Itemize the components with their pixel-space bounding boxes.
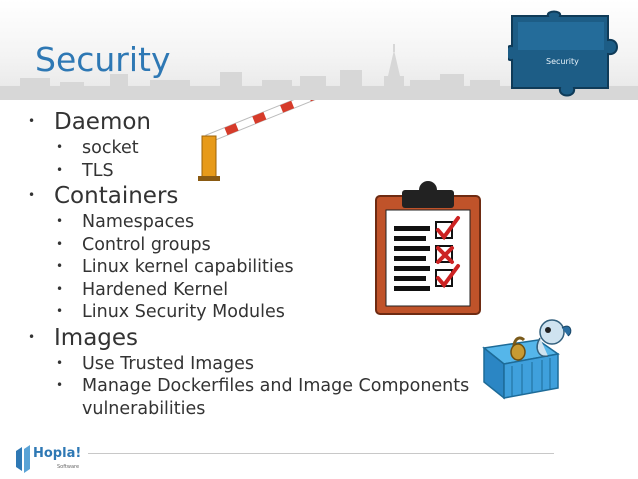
city-skyline-image — [0, 44, 638, 100]
list-item: Control groups — [24, 233, 504, 257]
list-item: Linux kernel capabilities — [24, 255, 504, 279]
docker-container-mascot-image — [482, 319, 572, 400]
slide-title: Security — [35, 40, 171, 79]
list-item: Linux Security Modules — [24, 300, 504, 324]
puzzle-label: Security — [546, 57, 579, 66]
list-item: socket — [24, 136, 504, 160]
bullet-list: Daemon socket TLS Containers Namespaces … — [24, 107, 504, 420]
footer-divider — [88, 453, 554, 454]
bullet-daemon: Daemon — [24, 107, 504, 137]
list-item: TLS — [24, 159, 504, 183]
checklist-clipboard-icon — [375, 181, 481, 315]
puzzle-piece-icon: Security — [508, 10, 618, 97]
list-item: Manage Dockerfiles and Image Components — [24, 374, 504, 398]
logo-text: Hopla! — [33, 446, 82, 461]
bullet-images: Images — [24, 323, 504, 353]
list-item-continuation: vulnerabilities — [82, 398, 206, 419]
list-item: Hardened Kernel — [24, 278, 504, 302]
logo-subtext: Software — [57, 464, 80, 470]
list-item: Use Trusted Images — [24, 352, 504, 376]
list-item: Namespaces — [24, 210, 504, 234]
bullet-containers: Containers — [24, 181, 504, 211]
hopla-logo-icon — [16, 445, 30, 473]
